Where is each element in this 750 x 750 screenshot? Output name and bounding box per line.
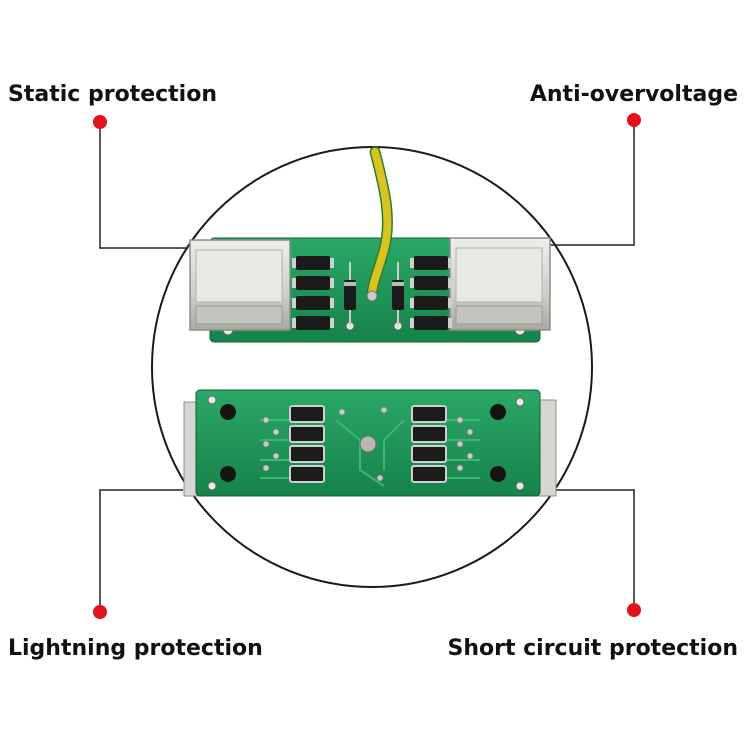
leader-line-overvoltage	[548, 120, 635, 246]
smd-components-right	[410, 256, 452, 330]
label-short-circuit-protection: Short circuit protection	[447, 636, 738, 661]
marker-static	[93, 115, 107, 129]
label-anti-overvoltage: Anti-overvoltage	[529, 82, 738, 107]
bottom-board	[183, 389, 557, 497]
leader-line-lightning	[99, 489, 183, 612]
rear-smd-right	[411, 405, 447, 483]
rj45-connector-right	[449, 237, 551, 331]
leader-line-static	[99, 122, 188, 249]
marker-short-circuit	[627, 603, 641, 617]
top-board	[189, 146, 551, 343]
marker-overvoltage	[627, 113, 641, 127]
center-diodes	[344, 262, 404, 326]
marker-lightning	[93, 605, 107, 619]
smd-components-left	[292, 256, 334, 330]
magnifier-circle	[151, 146, 593, 588]
label-static-protection: Static protection	[8, 82, 217, 107]
label-lightning-protection: Lightning protection	[8, 636, 263, 661]
leader-line-short-circuit	[548, 489, 635, 610]
rj45-connector-left	[189, 239, 291, 331]
rear-smd-left	[289, 405, 325, 483]
